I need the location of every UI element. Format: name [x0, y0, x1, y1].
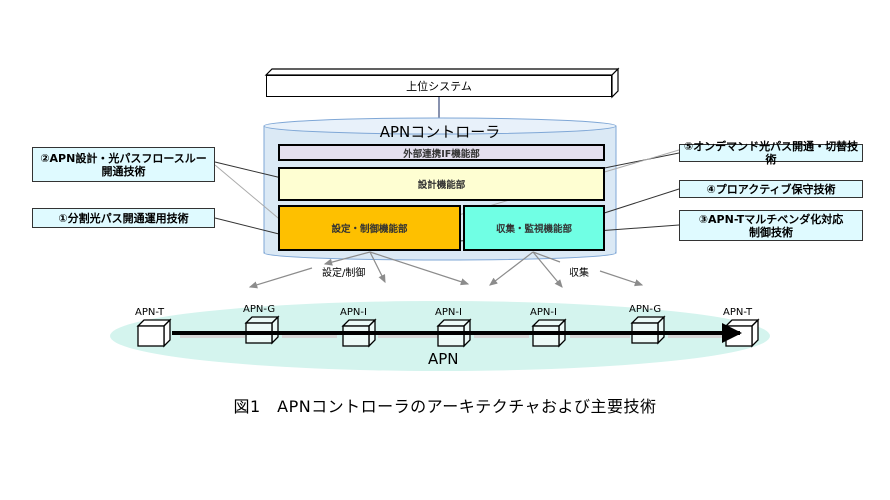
callout-tech2-line2: 開通技術 — [101, 164, 146, 178]
node-apn-t-cube — [136, 318, 172, 348]
flow-label-setting: 設定/制御 — [322, 268, 366, 279]
node-apn-g-cube — [244, 315, 280, 345]
callout-tech4-label: ④プロアクティブ保守技術 — [706, 182, 836, 196]
node-label: APN-G — [243, 304, 276, 315]
node-label: APN-T — [723, 307, 753, 318]
node-label: APN-I — [530, 307, 557, 318]
flow-label-collect: 収集 — [569, 268, 589, 279]
callout-tech2-line1: ②APN設計・光パスフロースルー — [40, 151, 207, 165]
upper-system-label: 上位システム — [406, 80, 472, 93]
callout-tech3-line1: ③APN-Tマルチベンダ化対応 — [698, 212, 844, 226]
node-apn-g-cube — [630, 315, 666, 345]
flow-arrows — [248, 251, 644, 289]
figure-caption: 図1 APNコントローラのアーキテクチャおよび主要技術 — [233, 397, 657, 416]
external-if-label: 外部連携IF機能部 — [403, 148, 480, 160]
node-label: APN-I — [435, 307, 462, 318]
upper-system-side-face — [611, 67, 619, 99]
callout-tech1: ①分割光パス開通運用技術 — [32, 208, 215, 228]
collect-monitor-block: 収集・監視機能部 — [463, 205, 605, 251]
node-label: APN-I — [340, 307, 367, 318]
design-label: 設計機能部 — [417, 180, 466, 191]
external-if-block: 外部連携IF機能部 — [278, 144, 605, 161]
node-label: APN-G — [629, 304, 662, 315]
callout-tech1-label: ①分割光パス開通運用技術 — [58, 211, 189, 225]
controller-title: APNコントローラ — [379, 123, 501, 141]
collect-monitor-label: 収集・監視機能部 — [495, 224, 572, 235]
design-block: 設計機能部 — [278, 167, 605, 201]
callout-tech3: ③APN-Tマルチベンダ化対応 制御技術 — [679, 210, 863, 241]
node-label: APN-T — [135, 307, 165, 318]
callout-tech3-line2: 制御技術 — [749, 225, 793, 239]
callout-tech5: ⑤オンデマンド光パス開通・切替技術 — [679, 140, 863, 166]
callout-tech4: ④プロアクティブ保守技術 — [679, 180, 863, 198]
upper-system-box: 上位システム — [266, 75, 612, 97]
callout-tech2: ②APN設計・光パスフロースルー 開通技術 — [32, 147, 215, 182]
setting-control-block: 設定・制御機能部 — [278, 205, 461, 251]
network-label: APN — [428, 350, 459, 368]
callout-tech5-label: ⑤オンデマンド光パス開通・切替技術 — [683, 140, 859, 166]
setting-control-label: 設定・制御機能部 — [331, 224, 408, 235]
